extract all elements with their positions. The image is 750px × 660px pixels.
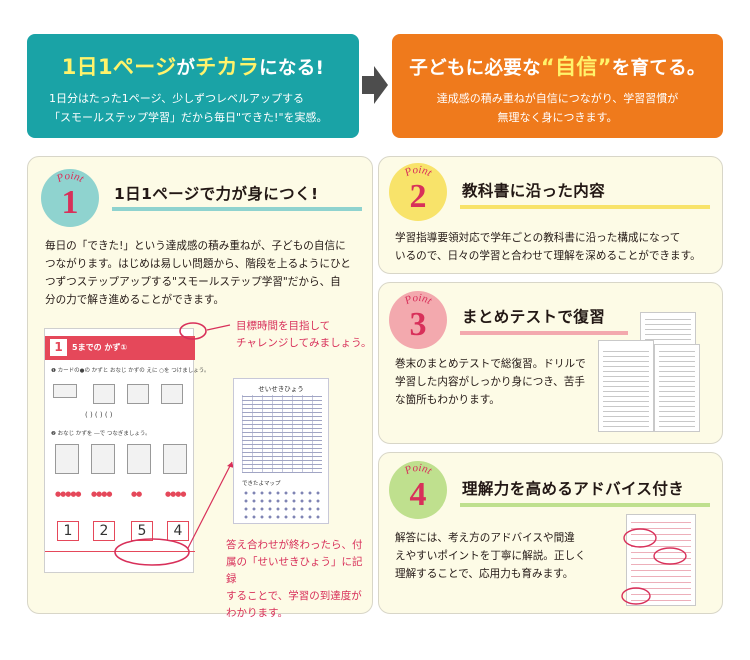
score-sheet-sample: せいせきひょう できたよマップ [233, 378, 329, 524]
dot-row-1: ●●●●● [55, 490, 82, 498]
digit-box: 1 [57, 521, 79, 541]
title-underline-1 [112, 207, 362, 211]
digit-box: 2 [93, 521, 115, 541]
scissors-image [127, 444, 151, 474]
digit-box: 4 [167, 521, 189, 541]
card-title-2: 教科書に沿った内容 [462, 182, 606, 200]
worksheet-footer [45, 551, 195, 565]
banner-left-heading: 1日1ページがチカラになる! [61, 55, 325, 79]
worksheet-question-2: ❷ おなじ かずを ―で つなぎましょう。 [51, 431, 151, 437]
bottle-image [55, 444, 79, 474]
answer-brackets: ( ) ( ) ( ) [85, 411, 113, 419]
annotation-target-time: 目標時間を目指して チャレンジしてみましょう。 [236, 320, 372, 349]
worksheet-header-bar [45, 336, 195, 360]
card-title-3: まとめテストで復習 [462, 308, 606, 326]
card-text-4: 解答には、考え方のアドバイスや間違 えやすいポイントを丁寧に解説。正しく 理解す… [395, 532, 586, 580]
dot-row-3: ●● [131, 490, 142, 498]
score-map-dots [242, 489, 322, 521]
banner-left-text: 1日分はたった1ページ、少しずつレベルアップする 「スモールステップ学習」だから… [49, 92, 328, 124]
worksheet-number: 1 [50, 339, 67, 356]
card-dots-image [53, 384, 77, 398]
score-map-title: できたよマップ [242, 481, 281, 487]
bird-image [127, 384, 149, 404]
cans-image [163, 444, 187, 474]
digit-box: 5 [131, 521, 153, 541]
pencil-image [91, 444, 115, 474]
banner-daily-page: 1日1ページがチカラになる! 1日分はたった1ページ、少しずつレベルアップする … [27, 34, 359, 138]
card-title-4: 理解力を高めるアドバイス付き [462, 480, 685, 498]
point-badge-4: Point 4 [389, 461, 447, 519]
arrow-right-icon [362, 66, 388, 104]
score-grid [242, 395, 322, 473]
worksheet-sample: 1 5までの かず① ❶ カードの●の かずと おなじ かずの えに ○を つけ… [44, 328, 209, 573]
point-badge-2: Point 2 [389, 163, 447, 221]
score-sheet-title: せいせきひょう [258, 385, 304, 393]
point-card-2: Point 2 教科書に沿った内容 学習指導要領対応で学年ごとの教科書に沿った構… [378, 156, 723, 274]
point-arc-text: Point [54, 170, 87, 186]
banner-right-text: 達成感の積み重ねが自信につながり、学習習慣が 無理なく身につきます。 [436, 92, 679, 124]
summary-test-thumbnail [654, 344, 700, 432]
point-arc-text: Point [402, 462, 435, 478]
title-underline-4 [460, 503, 710, 507]
point-arc-text: Point [402, 292, 435, 308]
banner-confidence: 子どもに必要な“自信”を育てる。 達成感の積み重ねが自信につながり、学習習慣が … [392, 34, 723, 138]
card-title-1: 1日1ページで力が身につく! [114, 185, 319, 203]
banner-right-heading: 子どもに必要な“自信”を育てる。 [409, 55, 706, 79]
dot-row-4: ●●●● [165, 490, 186, 498]
title-underline-3 [460, 331, 628, 335]
card-text-2: 学習指導要領対応で学年ごとの教科書に沿った構成になって いるので、日々の学習と合… [395, 232, 701, 262]
summary-test-thumbnail [598, 340, 654, 432]
point-badge-3: Point 3 [389, 291, 447, 349]
title-underline-2 [460, 205, 710, 209]
card-text-1: 毎日の「できた!」という達成感の積み重ねが、子どもの自信に つながります。はじめ… [45, 240, 351, 306]
annotation-record: 答え合わせが終わったら、付 属の「せいせきひょう」に記録 することで、学習の到達… [226, 539, 363, 619]
card-text-3: 巻末のまとめテストで総復習。ドリルで 学習した内容がしっかり身につき、苦手 な箇… [395, 358, 586, 406]
animal-image [161, 384, 183, 404]
point-arc-text: Point [402, 164, 435, 180]
worksheet-question-1: ❶ カードの●の かずと おなじ かずの えに ○を つけましょう。 [51, 368, 210, 374]
dot-row-2: ●●●● [91, 490, 112, 498]
fruit-image [93, 384, 115, 404]
worksheet-title: 5までの かず① [72, 343, 128, 352]
point-badge-1: Point 1 [41, 169, 99, 227]
